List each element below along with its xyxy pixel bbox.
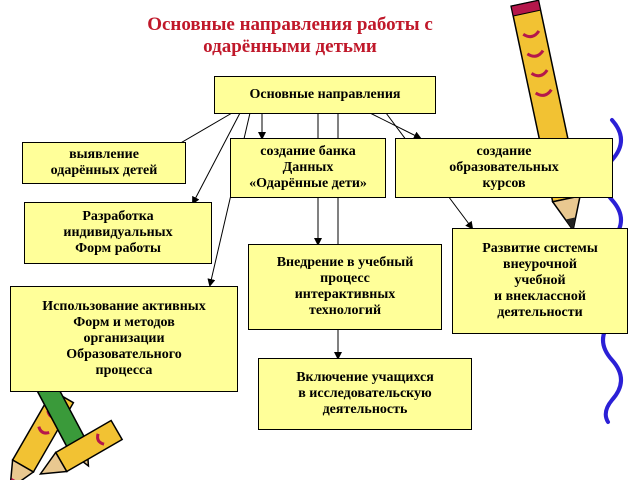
extracurricular-box: Развитие системы внеурочной учебной и вн… [452,228,628,334]
arrow-to-individual [192,112,241,205]
title-line-2: одарёнными детьми [203,36,377,57]
research-box: Включение учащихся в исследовательскую д… [258,358,472,430]
research-line-1: Включение учащихся [296,370,434,385]
interactive-tech-line-2: процесс [320,271,370,286]
data-bank-line-1: создание банка [260,144,356,159]
active-forms-line-3: организации [83,331,165,346]
individual-forms-line-1: Разработка [82,209,154,224]
active-forms-line-2: Форм и методов [73,315,175,330]
courses-box: создание образовательных курсов [395,138,613,198]
extracurricular-line-4: и внеклассной [494,289,586,304]
individual-forms-line-2: индивидуальных [63,225,173,240]
research-line-2: в исследовательскую [298,386,432,401]
active-forms-box: Использование активных Форм и методов ор… [10,286,238,392]
extracurricular-line-1: Развитие системы [482,241,598,256]
interactive-tech-box: Внедрение в учебный процесс интерактивны… [248,244,442,330]
interactive-tech-line-3: интерактивных [294,287,396,302]
courses-line-2: образовательных [449,160,559,175]
interactive-tech-line-1: Внедрение в учебный [276,255,414,270]
research-line-3: деятельность [322,402,408,417]
individual-forms-box: Разработка индивидуальных Форм работы [24,202,212,264]
extracurricular-line-5: деятельности [497,305,583,320]
data-bank-line-2: Данных [282,160,334,175]
active-forms-line-4: Образовательного [66,347,182,362]
interactive-tech-line-4: технологий [308,303,382,318]
page-title: Основные направления работы с одарёнными… [60,14,520,58]
individual-forms-line-3: Форм работы [75,241,161,256]
identification-line-2: одарённых детей [50,163,158,178]
title-line-1: Основные направления работы с [147,14,433,35]
courses-line-3: курсов [482,176,526,191]
root-box: Основные направления [214,76,436,114]
identification-box: выявление одарённых детей [22,142,186,184]
pencil-bottom-left2-icon [38,419,124,475]
active-forms-line-1: Использование активных [42,299,206,314]
courses-line-1: создание [476,144,532,159]
extracurricular-line-3: учебной [514,273,566,288]
active-forms-line-5: процесса [95,363,153,378]
extracurricular-line-2: внеурочной [503,257,577,272]
data-bank-box: создание банка Данных «Одарённые дети» [230,138,386,198]
identification-line-1: выявление [69,147,139,162]
root-label: Основные направления [249,87,401,102]
data-bank-line-3: «Одарённые дети» [249,176,367,191]
